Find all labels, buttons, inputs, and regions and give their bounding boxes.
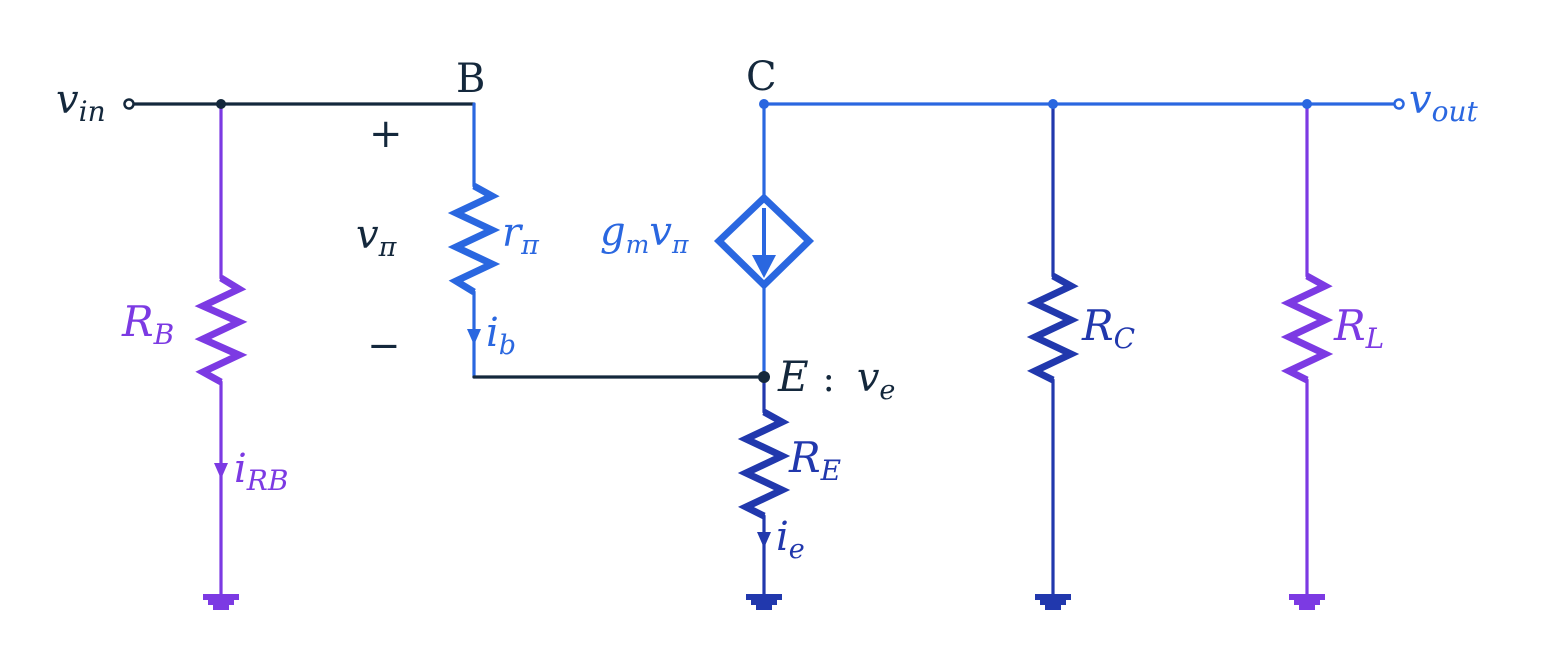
resistor-re — [737, 408, 791, 520]
rpi-label: rπ — [502, 210, 540, 261]
resistor-rl — [1280, 272, 1334, 384]
vin-label: vin — [56, 77, 106, 128]
irb-arrow-icon — [214, 463, 228, 479]
input-terminal — [123, 98, 135, 110]
ground-icon-rc — [1035, 594, 1071, 610]
node-dot-rl — [1302, 99, 1312, 109]
ib-label: ib — [486, 310, 516, 361]
irb-label: iRB — [234, 446, 288, 497]
current-direction-arrow-icon — [752, 255, 776, 278]
node-c-label: C — [746, 54, 777, 100]
ground-icon-re — [746, 594, 782, 610]
node-dot-rb — [216, 99, 226, 109]
emitter-node-label: E:ve — [777, 352, 895, 406]
resistor-rpi — [447, 182, 501, 295]
node-dot-emitter — [758, 371, 770, 383]
resistor-rb — [194, 275, 248, 386]
rc-label: RC — [1081, 301, 1135, 355]
rl-label: RL — [1333, 301, 1384, 355]
plus-sign: + — [369, 111, 403, 157]
minus-sign: − — [367, 323, 401, 369]
output-terminal — [1393, 98, 1405, 110]
node-dot-collector — [759, 99, 769, 109]
gm-vpi-label: gmvπ — [600, 209, 689, 259]
ground-icon-rb — [203, 594, 239, 610]
ie-label: ie — [776, 514, 805, 565]
ground-icon-rl — [1289, 594, 1325, 610]
rb-label: RB — [121, 297, 174, 351]
ib-arrow-icon — [467, 329, 481, 345]
vpi-label: vπ — [356, 212, 398, 263]
re-label: RE — [788, 433, 841, 487]
node-b-label: B — [456, 56, 485, 102]
resistor-rc — [1026, 272, 1080, 384]
ie-arrow-icon — [757, 532, 771, 548]
dependent-current-source — [713, 193, 815, 290]
node-dot-rc — [1048, 99, 1058, 109]
vout-label: vout — [1409, 77, 1479, 128]
